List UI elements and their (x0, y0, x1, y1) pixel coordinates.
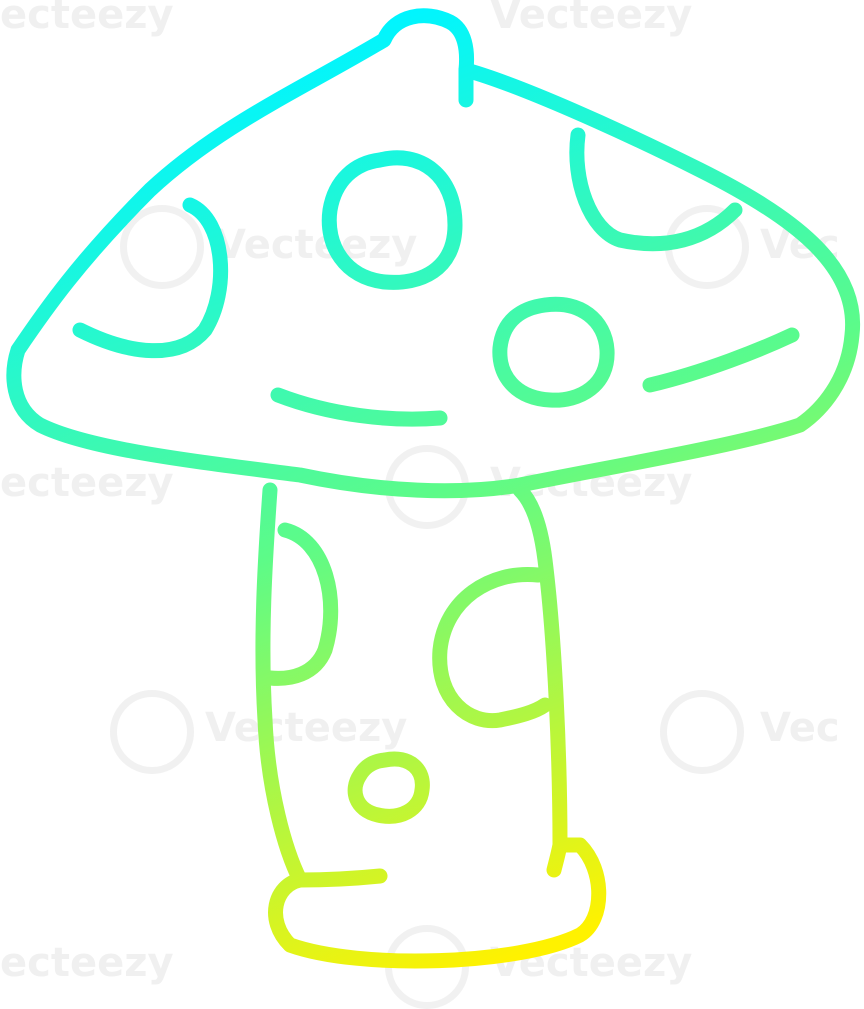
mushroom-stem-outline (255, 482, 607, 969)
watermark-logo-icon (660, 690, 744, 774)
watermark-text: ecteezy (0, 460, 174, 506)
watermark-text: Vecteezy (490, 0, 693, 38)
stem-spot-upper-left (262, 522, 339, 686)
stem-base-line (292, 868, 388, 888)
watermark-text: Vecteezy (215, 222, 418, 268)
cap-spot-left (72, 197, 229, 359)
watermark-logo-icon (120, 205, 204, 289)
watermark-text: Vecteezy (205, 705, 408, 751)
mushroom-cap-outline (6, 8, 861, 499)
cap-spot-right (569, 127, 743, 252)
cap-spot-center-right (492, 296, 615, 408)
watermark-text: ecteezy (0, 940, 174, 986)
watermark-logo-icon (110, 690, 194, 774)
stem-spot-right (432, 566, 553, 729)
cap-spot-top (321, 150, 463, 290)
watermark-text: Vec (760, 705, 840, 751)
stem-spot-lower (347, 751, 430, 824)
stem-base-line-right (546, 837, 568, 878)
cap-brim-line-right (642, 327, 800, 393)
mushroom-icon (6, 8, 861, 969)
cap-brim-line-left (270, 387, 448, 427)
watermark-text: ecteezy (0, 0, 174, 38)
